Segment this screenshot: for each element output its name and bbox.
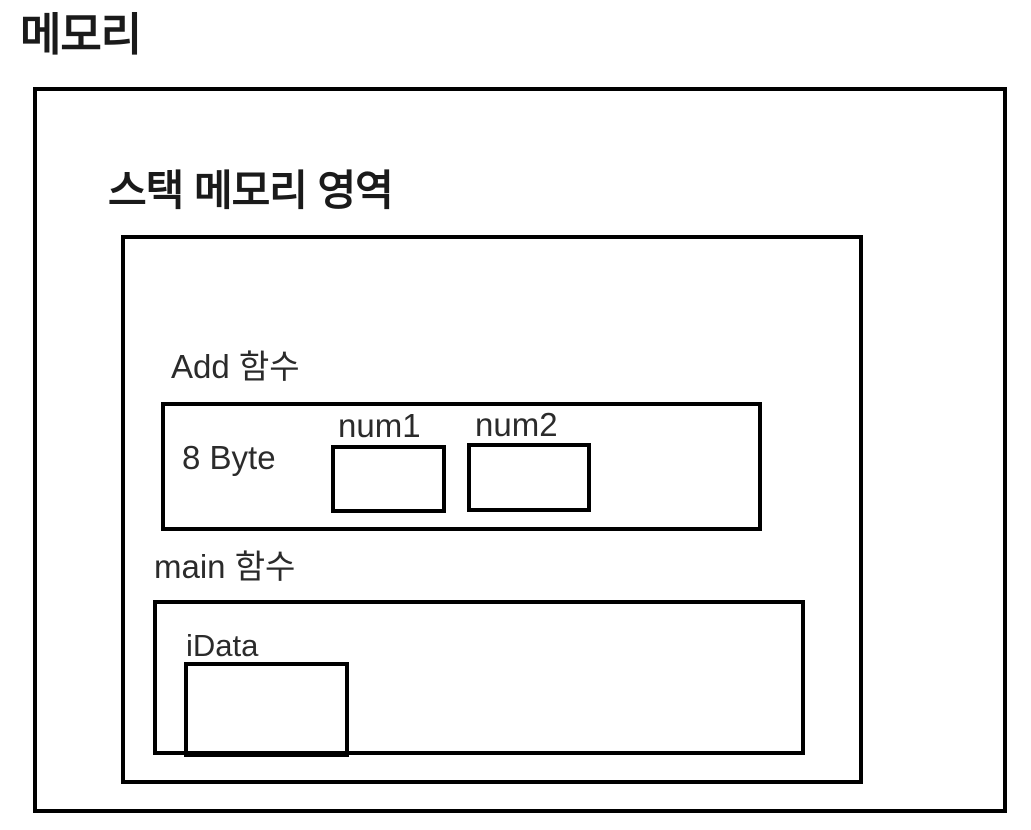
add-function-size-label: 8 Byte <box>182 439 276 476</box>
add-function-label: Add 함수 <box>171 348 300 385</box>
idata-label: iData <box>186 628 259 663</box>
num1-value-box <box>331 445 446 513</box>
num2-label: num2 <box>475 406 558 443</box>
stack-region-box <box>121 235 863 784</box>
stack-region-title: 스택 메모리 영역 <box>108 167 394 214</box>
memory-box <box>33 87 1007 813</box>
num1-label: num1 <box>338 407 421 444</box>
idata-value-box <box>184 662 349 757</box>
add-function-frame-box <box>161 402 762 531</box>
num2-value-box <box>467 443 591 512</box>
main-function-frame-box <box>153 600 805 755</box>
main-function-label: main 함수 <box>154 548 296 585</box>
memory-title: 메모리 <box>20 9 142 60</box>
